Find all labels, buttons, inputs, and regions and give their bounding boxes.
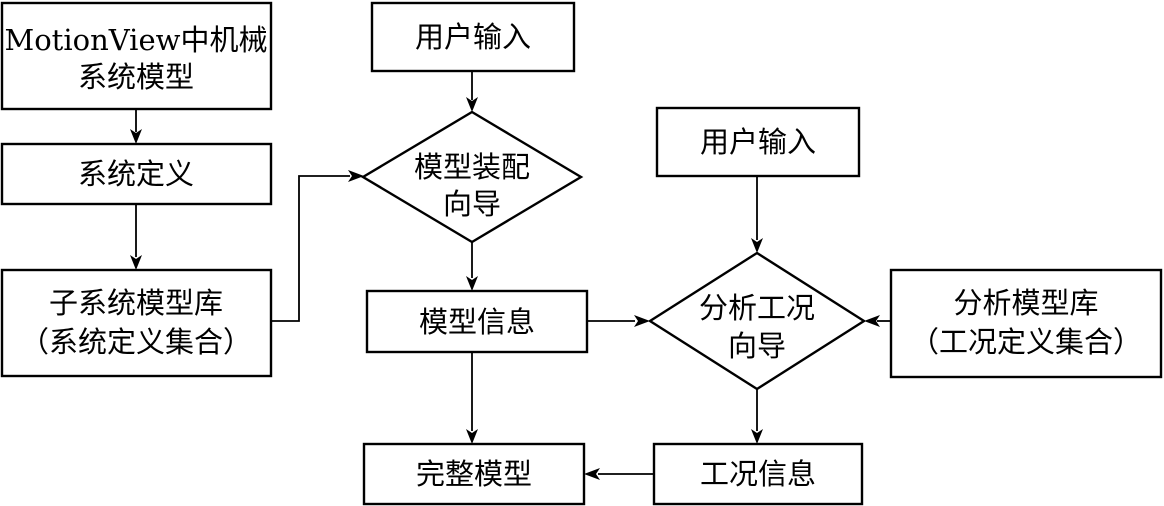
node-motionview-model-label-2: 系统模型 (78, 60, 194, 94)
node-analysis-wizard-label-2: 向导 (728, 329, 786, 363)
node-analysis-wizard-diamond (647, 251, 867, 391)
arrowhead-right (634, 315, 650, 327)
node-condition-info-label: 工况信息 (700, 457, 816, 491)
arrowhead-left (864, 315, 880, 327)
node-motionview-model-box (0, 1, 273, 111)
arrowheads (130, 97, 880, 480)
node-user-input-right-box (655, 106, 861, 178)
arrowhead-down (466, 97, 478, 112)
arrowhead-down (130, 255, 142, 270)
arrowhead-down (130, 129, 142, 144)
node-user-input-right-label: 用户输入 (700, 125, 816, 159)
node-model-info-label: 模型信息 (419, 305, 535, 339)
node-user-input-top-box (370, 1, 576, 73)
node-complete-model-box (362, 442, 586, 506)
arrowhead-right (348, 170, 364, 182)
node-subsystem-library-box (0, 268, 273, 378)
arrowhead-down (751, 429, 763, 444)
node-condition-info-box (652, 442, 864, 506)
node-analysis-library-label-1: 分析模型库 (953, 286, 1098, 320)
node-motionview-model-label-1: MotionView中机械 (5, 23, 268, 57)
node-assembly-wizard-label-2: 向导 (443, 187, 501, 221)
edge-subsystem-library-to-assembly-wizard (271, 175, 350, 322)
node-assembly-wizard-label-1: 模型装配 (414, 150, 530, 184)
connectors (135, 71, 891, 475)
node-user-input-top-label: 用户输入 (415, 20, 531, 54)
arrowhead-down (466, 429, 478, 444)
node-analysis-library-box (889, 268, 1163, 379)
node-subsystem-library-label-2: （系统定义集合） (20, 325, 252, 359)
node-assembly-wizard-diamond (360, 110, 584, 244)
arrowhead-down (466, 276, 478, 291)
node-analysis-library-label-2: （工况定义集合） (910, 325, 1142, 359)
arrowhead-left (584, 468, 600, 480)
node-system-definition-box (0, 142, 273, 206)
node-system-definition-label: 系统定义 (78, 157, 194, 191)
node-model-info-box (365, 289, 589, 354)
node-subsystem-library-label-1: 子系统模型库 (49, 286, 223, 320)
node-analysis-wizard-label-1: 分析工况 (699, 291, 815, 325)
node-labels: MotionView中机械 系统模型 系统定义 子系统模型库 （系统定义集合） … (5, 20, 1142, 491)
arrowhead-down (751, 238, 763, 253)
node-complete-model-label: 完整模型 (416, 457, 532, 491)
